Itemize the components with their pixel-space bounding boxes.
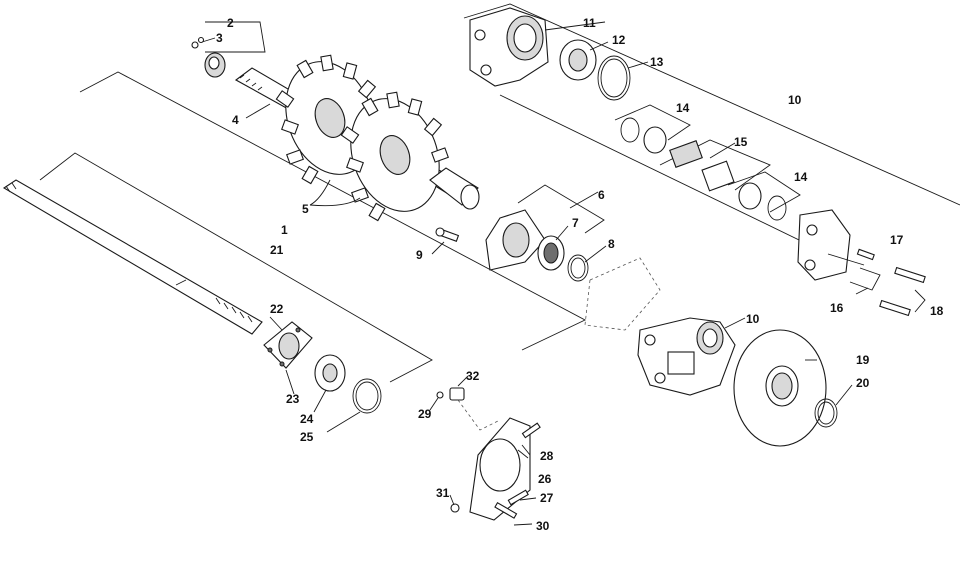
callout-17: 17 [890, 233, 904, 247]
callout-7: 7 [572, 216, 579, 230]
axle-bearing-group-part [263, 321, 382, 414]
callout-1: 1 [281, 223, 288, 237]
callout-14-lower: 14 [794, 170, 808, 184]
callout-12: 12 [612, 33, 626, 47]
callout-23: 23 [286, 392, 300, 406]
callout-21: 21 [270, 243, 284, 257]
group-bracket-lines [39, 3, 960, 383]
lower-caliper-part [637, 317, 736, 396]
callout-22: 22 [270, 302, 284, 316]
axle-shaft-part [2, 179, 263, 335]
callout-5: 5 [302, 202, 309, 216]
flange-plate-part [485, 209, 661, 331]
callout-26: 26 [538, 472, 552, 486]
brake-disc-part [733, 329, 838, 447]
bolt-part [435, 227, 460, 242]
brake-bracket-part [436, 387, 541, 521]
callout-6: 6 [598, 188, 605, 202]
callout-2: 2 [227, 16, 234, 30]
callout-15: 15 [734, 135, 748, 149]
callout-19: 19 [856, 353, 870, 367]
callout-28: 28 [540, 449, 554, 463]
callout-18: 18 [930, 304, 944, 318]
callout-25: 25 [300, 430, 314, 444]
callout-16: 16 [830, 301, 844, 315]
callout-10-lower: 10 [746, 312, 760, 326]
callout-24: 24 [300, 412, 314, 426]
callout-13: 13 [650, 55, 664, 69]
top-caliper-group-part [469, 7, 926, 317]
callout-8: 8 [608, 237, 615, 251]
callout-14-top: 14 [676, 101, 690, 115]
callout-10-top: 10 [788, 93, 802, 107]
callout-30: 30 [536, 519, 550, 533]
callout-32: 32 [466, 369, 480, 383]
bearing-cap-part [191, 36, 226, 78]
callout-29: 29 [418, 407, 432, 421]
callout-11: 11 [583, 16, 596, 30]
callout-9: 9 [416, 248, 423, 262]
callout-20: 20 [856, 376, 870, 390]
callout-27: 27 [540, 491, 554, 505]
callout-3: 3 [216, 31, 223, 45]
callout-labels: 1 2 3 4 5 6 7 8 9 10 10 11 12 13 14 14 1… [216, 16, 944, 533]
callout-4: 4 [232, 113, 239, 127]
callout-leaders [201, 21, 869, 526]
drive-shaft-sprockets-part [234, 54, 480, 222]
callout-31: 31 [436, 486, 450, 500]
